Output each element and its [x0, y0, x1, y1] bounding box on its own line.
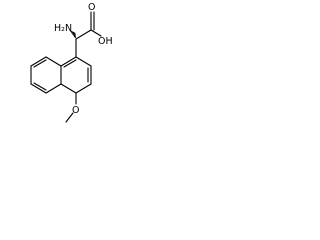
bond-r6: [60, 56, 77, 67]
bond-r6-inner: [63, 59, 77, 68]
wedge-hash-3: [71, 32, 76, 36]
structure-canvas: H₂N OH O O: [30, 2, 113, 123]
side-chain: [69, 11, 102, 58]
bond-ether-o-to-methyl: [65, 112, 74, 123]
amine-label: H₂N: [54, 23, 72, 34]
bond-r3: [75, 83, 92, 94]
hashed-wedge-bond: [69, 30, 77, 38]
bond-r4: [60, 83, 77, 94]
bond-l2: [30, 56, 47, 67]
wedge-hash-1: [73, 35, 77, 38]
carbonyl-oxygen-label: O: [88, 2, 95, 13]
bond-l1: [45, 56, 62, 67]
ring-left: [30, 56, 62, 94]
hydroxyl-label: OH: [98, 36, 113, 47]
ether-oxygen-label: O: [72, 105, 79, 116]
bond-alpha-to-carboxyl: [75, 29, 92, 40]
bond-r1: [75, 56, 92, 67]
bond-l4-inner: [33, 82, 47, 91]
wedge-hash-4: [69, 30, 76, 34]
ring-right: [60, 56, 92, 94]
wedge-hash-2: [72, 34, 76, 37]
bond-l2-inner: [33, 59, 47, 68]
methoxy-group: [65, 92, 77, 123]
bond-l4: [30, 83, 47, 94]
bond-l5: [45, 83, 62, 94]
bond-to-hydroxyl: [90, 29, 102, 37]
